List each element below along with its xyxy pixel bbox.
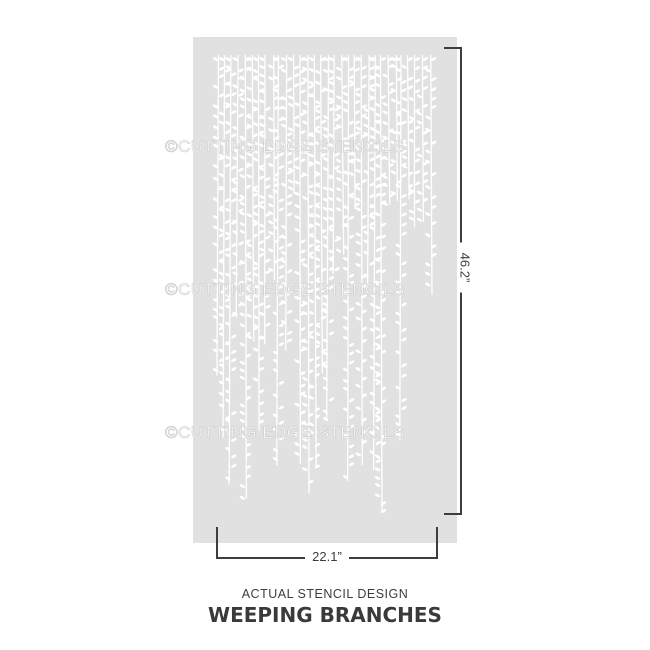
branch	[416, 54, 429, 222]
branch	[252, 54, 265, 431]
branch	[342, 54, 355, 482]
branch	[355, 54, 367, 466]
height-label: 46.2”	[457, 242, 473, 293]
caption-title: WEEPING BRANCHES	[208, 603, 442, 627]
branch	[302, 54, 314, 494]
branch	[314, 54, 327, 374]
watermark: ©CUTTING EDGE STENCILS	[165, 137, 405, 157]
branch	[287, 54, 300, 195]
branch	[212, 54, 225, 376]
branch	[408, 54, 421, 228]
branch	[259, 54, 271, 345]
branch	[308, 54, 321, 469]
branch	[348, 54, 360, 209]
width-label: 22.1”	[305, 549, 349, 564]
branch	[401, 54, 414, 200]
width-dimension-tick	[436, 527, 438, 559]
height-dimension-tick	[444, 513, 462, 515]
watermark: ©CUTTING EDGE STENCILS	[165, 280, 405, 300]
branch	[425, 54, 437, 295]
branch	[395, 54, 407, 441]
branch	[294, 54, 306, 464]
watermark: ©CUTTING EDGE STENCILS	[165, 423, 405, 443]
branch	[280, 54, 293, 351]
caption-subtitle: ACTUAL STENCIL DESIGN	[241, 587, 409, 601]
weeping-branches-pattern	[212, 54, 437, 513]
branch	[225, 54, 237, 485]
branch	[363, 54, 375, 284]
height-dimension-tick	[444, 47, 462, 49]
width-dimension-tick	[216, 527, 218, 559]
branch	[328, 54, 340, 274]
branch	[374, 54, 387, 513]
